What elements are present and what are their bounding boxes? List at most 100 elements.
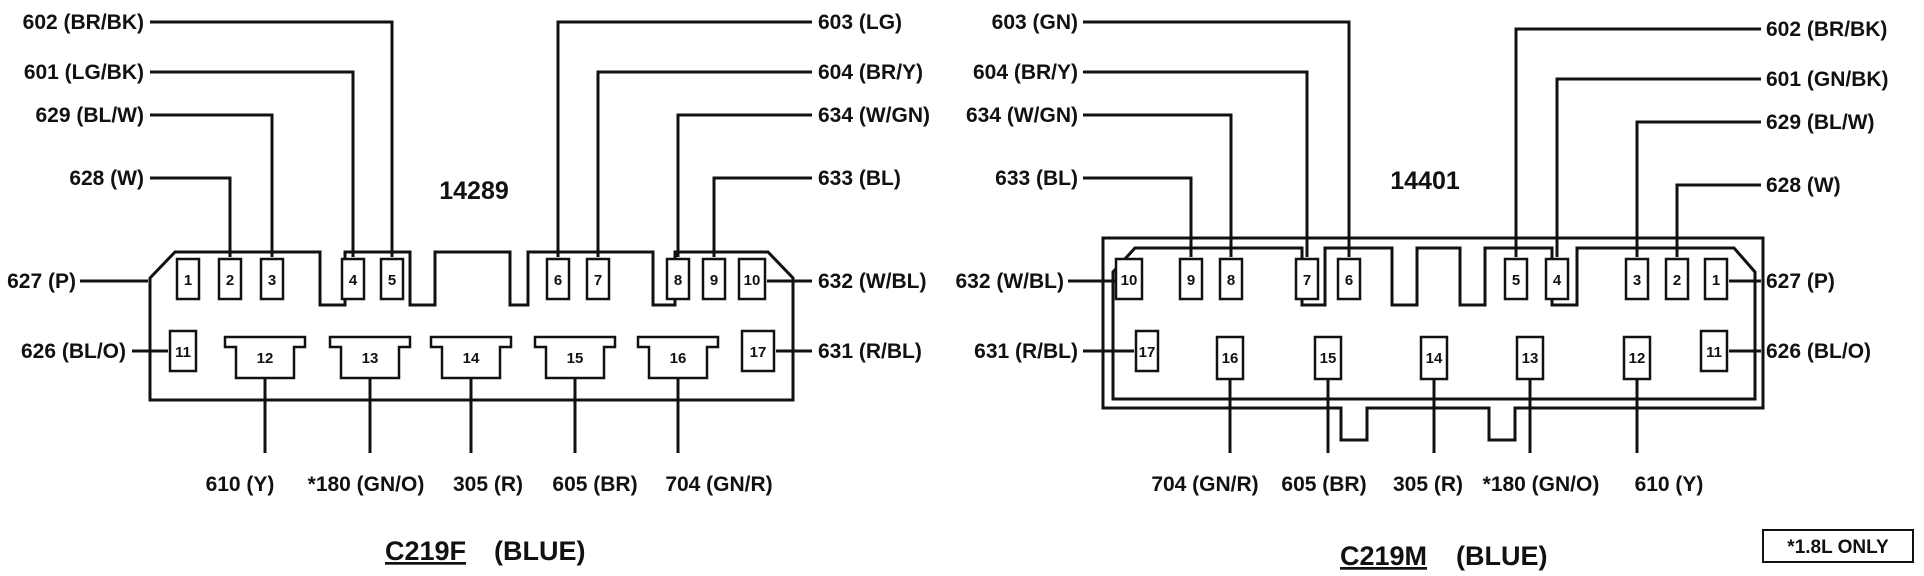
part-number: 14289 bbox=[439, 177, 509, 205]
svg-text:2: 2 bbox=[226, 272, 234, 289]
pin-1: 1 bbox=[175, 257, 201, 301]
svg-text:8: 8 bbox=[1227, 272, 1235, 289]
pin-8: 8 bbox=[665, 257, 691, 301]
wire-label: 628 (W) bbox=[69, 167, 144, 190]
wire-label: 305 (R) bbox=[453, 473, 523, 496]
pin-8: 8 bbox=[1218, 257, 1244, 301]
wire-label: 605 (BR) bbox=[1281, 473, 1366, 496]
pin-2: 2 bbox=[1664, 257, 1690, 301]
pin-11: 11 bbox=[1699, 329, 1729, 373]
pin-11: 11 bbox=[168, 329, 198, 373]
wire-label: 704 (GN/R) bbox=[1151, 473, 1258, 496]
svg-text:3: 3 bbox=[268, 272, 276, 289]
svg-text:4: 4 bbox=[1553, 272, 1562, 289]
pin-9: 9 bbox=[1178, 257, 1204, 301]
wire-label: 601 (LG/BK) bbox=[24, 61, 144, 84]
wire-label: 633 (BL) bbox=[818, 167, 901, 190]
svg-text:3: 3 bbox=[1633, 272, 1641, 289]
pin-3: 3 bbox=[1624, 257, 1650, 301]
pin-9: 9 bbox=[701, 257, 727, 301]
svg-text:4: 4 bbox=[349, 272, 358, 289]
pin-3: 3 bbox=[259, 257, 285, 301]
connector-housing-outer bbox=[1101, 236, 1765, 442]
pin-16: 16 bbox=[1215, 335, 1245, 381]
wire-label: 629 (BL/W) bbox=[1766, 111, 1875, 134]
wire-label: 634 (W/GN) bbox=[966, 104, 1078, 127]
wire-label: 601 (GN/BK) bbox=[1766, 68, 1889, 91]
svg-text:5: 5 bbox=[1512, 272, 1520, 289]
svg-text:16: 16 bbox=[1222, 350, 1239, 367]
svg-text:13: 13 bbox=[1522, 350, 1539, 367]
svg-text:9: 9 bbox=[710, 272, 718, 289]
wire-label: 610 (Y) bbox=[1635, 473, 1704, 496]
pin-17: 17 bbox=[1134, 329, 1160, 373]
pin-5: 5 bbox=[379, 257, 405, 301]
svg-text:7: 7 bbox=[1303, 272, 1311, 289]
svg-text:10: 10 bbox=[744, 272, 761, 289]
svg-text:11: 11 bbox=[175, 344, 191, 361]
svg-text:16: 16 bbox=[670, 350, 687, 367]
wire-label: 610 (Y) bbox=[206, 473, 275, 496]
connector-id: C219M bbox=[1340, 541, 1427, 571]
connector-c219m: 10 9 8 7 6 5 4 3 2 1 17 16 15 14 13 12 1… bbox=[955, 11, 1888, 571]
wire-label: 604 (BR/Y) bbox=[973, 61, 1078, 84]
pin-5: 5 bbox=[1503, 257, 1529, 301]
svg-text:15: 15 bbox=[1320, 350, 1337, 367]
svg-text:14: 14 bbox=[463, 350, 480, 367]
pin-15: 15 bbox=[533, 335, 617, 380]
svg-text:14: 14 bbox=[1426, 350, 1443, 367]
wire-label: 602 (BR/BK) bbox=[1766, 18, 1887, 41]
wire-label: 704 (GN/R) bbox=[665, 473, 772, 496]
pin-17: 17 bbox=[740, 329, 776, 373]
wire-label: 632 (W/BL) bbox=[818, 270, 927, 293]
connector-id: C219F bbox=[385, 536, 466, 566]
pin-14: 14 bbox=[429, 335, 513, 380]
svg-text:17: 17 bbox=[1139, 344, 1156, 361]
wire-label: 633 (BL) bbox=[995, 167, 1078, 190]
svg-text:1: 1 bbox=[184, 272, 192, 289]
svg-text:12: 12 bbox=[257, 350, 274, 367]
pin-12: 12 bbox=[223, 335, 307, 380]
wire-label: 602 (BR/BK) bbox=[23, 11, 144, 34]
connector-housing-inner bbox=[1111, 246, 1757, 401]
pin-2: 2 bbox=[217, 257, 243, 301]
wire-label: 626 (BL/O) bbox=[21, 340, 126, 363]
svg-text:17: 17 bbox=[750, 344, 767, 361]
svg-text:9: 9 bbox=[1187, 272, 1195, 289]
wire-label: 631 (R/BL) bbox=[818, 340, 922, 363]
part-number: 14401 bbox=[1390, 167, 1460, 195]
wire-label: 634 (W/GN) bbox=[818, 104, 930, 127]
pin-4: 4 bbox=[340, 257, 366, 301]
footnote-box: *1.8L ONLY bbox=[1762, 529, 1914, 563]
wire-label: 305 (R) bbox=[1393, 473, 1463, 496]
footnote: *1.8L ONLY bbox=[1787, 537, 1889, 558]
pin-16: 16 bbox=[636, 335, 720, 380]
wire-label: 632 (W/BL) bbox=[955, 270, 1064, 293]
pin-7: 7 bbox=[585, 257, 611, 301]
pin-12: 12 bbox=[1622, 335, 1652, 381]
wire-label: *180 (GN/O) bbox=[1483, 473, 1600, 496]
pin-4: 4 bbox=[1544, 257, 1570, 301]
wire-label: 631 (R/BL) bbox=[974, 340, 1078, 363]
svg-text:11: 11 bbox=[1706, 344, 1722, 361]
svg-text:15: 15 bbox=[567, 350, 584, 367]
pin-1: 1 bbox=[1703, 257, 1729, 301]
wire-label: 629 (BL/W) bbox=[35, 104, 144, 127]
connector-color: (BLUE) bbox=[494, 536, 585, 566]
pin-13: 13 bbox=[1515, 335, 1545, 381]
wire-label: 626 (BL/O) bbox=[1766, 340, 1871, 363]
svg-text:6: 6 bbox=[554, 272, 562, 289]
svg-text:13: 13 bbox=[362, 350, 379, 367]
connector-housing bbox=[148, 250, 795, 402]
connector-c219f: 1 2 3 4 5 6 7 8 9 10 11 12 13 14 15 16 1… bbox=[7, 11, 930, 566]
wire-label: 627 (P) bbox=[7, 270, 76, 293]
svg-text:12: 12 bbox=[1629, 350, 1646, 367]
pin-10: 10 bbox=[1114, 257, 1144, 301]
wire-label: 605 (BR) bbox=[552, 473, 637, 496]
wire-label: 603 (LG) bbox=[818, 11, 902, 34]
pin-10: 10 bbox=[737, 257, 767, 301]
wire-label: 603 (GN) bbox=[992, 11, 1078, 34]
pin-6: 6 bbox=[545, 257, 571, 301]
svg-text:1: 1 bbox=[1712, 272, 1720, 289]
